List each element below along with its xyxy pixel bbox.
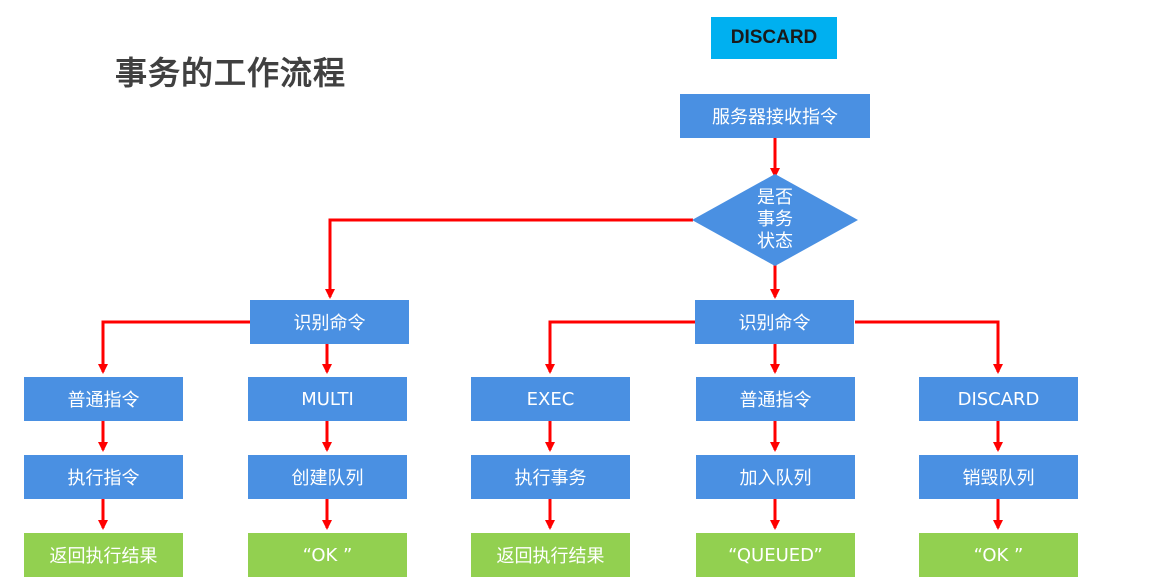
decision-line: 事务	[757, 209, 793, 230]
decision-line: 是否	[757, 187, 793, 208]
decision-label: 是否 事务 状态	[740, 187, 810, 253]
col1-return-result: 返回执行结果	[24, 533, 183, 577]
col4-queued: “QUEUED”	[696, 533, 855, 577]
col4-add-to-queue: 加入队列	[696, 455, 855, 499]
col2-create-queue: 创建队列	[248, 455, 407, 499]
col4-normal-command: 普通指令	[696, 377, 855, 421]
col2-ok: “OK ”	[248, 533, 407, 577]
col3-return-result: 返回执行结果	[471, 533, 630, 577]
arrow-identify-left-col1	[98, 320, 250, 374]
col1-execute-command: 执行指令	[24, 455, 183, 499]
decision-diamond	[692, 174, 858, 266]
col3-execute-transaction: 执行事务	[471, 455, 630, 499]
receive-command-box: 服务器接收指令	[680, 94, 870, 138]
identify-command-left: 识别命令	[250, 300, 409, 344]
page-title: 事务的工作流程	[115, 54, 347, 92]
discard-tag: DISCARD	[711, 17, 837, 59]
col1-normal-command: 普通指令	[24, 377, 183, 421]
arrow-identify-right-col5	[855, 320, 1003, 374]
identify-command-right: 识别命令	[695, 300, 854, 344]
decision-line: 状态	[757, 231, 793, 252]
col5-destroy-queue: 销毁队列	[919, 455, 1078, 499]
col5-ok: “OK ”	[919, 533, 1078, 577]
col3-exec: EXEC	[471, 377, 630, 421]
col2-multi: MULTI	[248, 377, 407, 421]
col5-discard: DISCARD	[919, 377, 1078, 421]
arrow-decision-identify-left	[325, 218, 693, 299]
arrow-identify-right-col3	[545, 320, 695, 374]
